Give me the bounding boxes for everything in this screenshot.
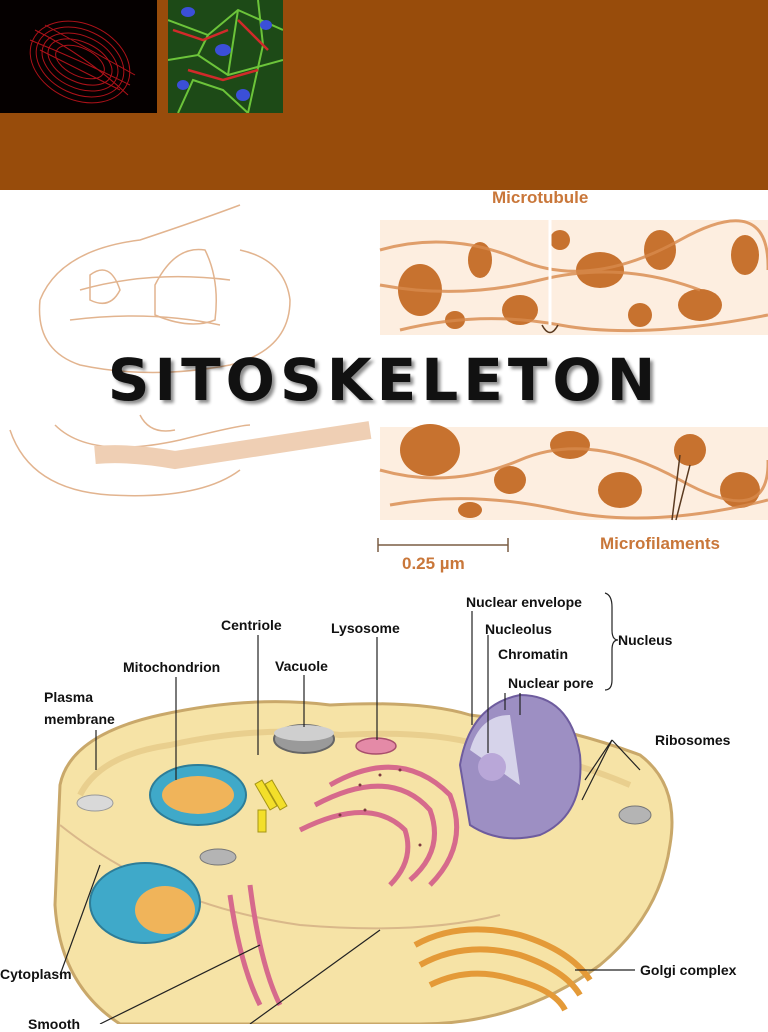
centriole-label: Centriole (221, 617, 282, 633)
nucleolus-label: Nucleolus (485, 621, 552, 637)
microfilaments-label: Microfilaments (600, 534, 720, 553)
vacuole-label: Vacuole (275, 658, 328, 674)
cell-diagram (53, 592, 674, 1024)
chromatin-label: Chromatin (498, 646, 568, 662)
centriole (254, 779, 288, 833)
green-actin-micrograph (168, 0, 283, 113)
nucleolus (478, 753, 506, 781)
lysosome-label: Lysosome (331, 620, 400, 636)
em-micrograph-bottom (379, 424, 768, 521)
cell-sketch (9, 204, 372, 497)
golgi-complex (413, 926, 593, 1012)
plasma-membrane-label-line2: membrane (44, 711, 115, 727)
scale-bar (377, 538, 509, 552)
smooth-er-label: Smooth (28, 1016, 81, 1032)
cytoplasm-label: Cytoplasm (0, 966, 72, 982)
em-micrograph-top (379, 219, 768, 335)
header-band (0, 0, 768, 190)
page-title: SITOSKELETON (107, 346, 661, 414)
golgi-complex-label: Golgi complex (640, 962, 737, 978)
ribosomes-label: Ribosomes (655, 732, 731, 748)
scale-label: 0.25 µm (402, 554, 465, 573)
plasma-membrane-label-line1: Plasma (44, 689, 94, 705)
nucleus-label: Nucleus (618, 632, 673, 648)
microtubule-label: Microtubule (492, 188, 589, 207)
endoplasmic-reticulum (227, 764, 460, 1007)
em-figure (0, 190, 768, 585)
mitochondrion-label: Mitochondrion (123, 659, 221, 675)
nuclear-pore-label: Nuclear pore (508, 675, 594, 691)
lysosome (355, 737, 397, 755)
nuclear-envelope-label: Nuclear envelope (466, 594, 582, 610)
red-spindle-micrograph (0, 0, 157, 113)
